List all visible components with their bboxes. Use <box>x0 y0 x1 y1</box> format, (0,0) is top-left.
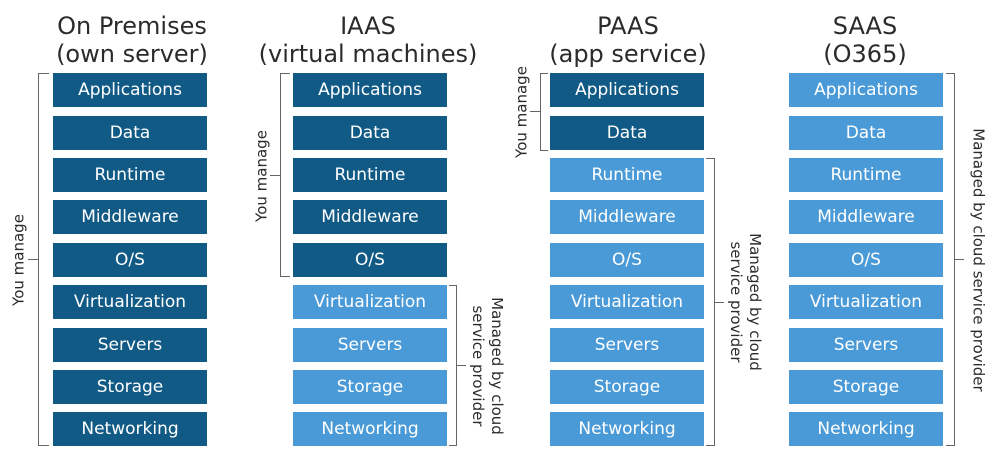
onprem-layer-storage: Storage <box>53 370 207 404</box>
paas-layer-storage: Storage <box>550 370 704 404</box>
saas-provider-tick <box>954 259 964 260</box>
iaas-layer-storage: Storage <box>293 370 447 404</box>
onprem-you-manage-label: You manage <box>9 214 28 306</box>
paas-you-manage-label: You manage <box>512 66 531 158</box>
onprem-layer-applications: Applications <box>53 73 207 107</box>
onprem-bracket-tick <box>28 259 38 260</box>
onprem-layer-os: O/S <box>53 243 207 277</box>
paas-provider-label-line1: Managed by cloud <box>746 233 764 371</box>
saas-provider-label: Managed by cloud service provider <box>969 128 988 392</box>
iaas-layer-servers: Servers <box>293 328 447 362</box>
title-iaas: IAAS (virtual machines) <box>248 12 488 68</box>
saas-layer-networking: Networking <box>789 412 943 446</box>
onprem-you-manage-bracket <box>38 73 49 446</box>
iaas-layer-virtualization: Virtualization <box>293 285 447 319</box>
paas-layer-networking: Networking <box>550 412 704 446</box>
iaas-layer-runtime: Runtime <box>293 158 447 192</box>
title-on-premises: On Premises (own server) <box>12 12 252 68</box>
title-iaas-line2: (virtual machines) <box>258 40 478 68</box>
iaas-provider-label: Managed by cloud service provider <box>468 297 506 435</box>
title-saas: SAAS (O365) <box>745 12 985 68</box>
onprem-layer-runtime: Runtime <box>53 158 207 192</box>
title-paas-line1: PAAS <box>597 12 659 40</box>
paas-layer-runtime: Runtime <box>550 158 704 192</box>
saas-layer-virtualization: Virtualization <box>789 285 943 319</box>
paas-provider-label: Managed by cloud service provider <box>726 233 764 371</box>
title-paas-line2: (app service) <box>549 40 707 68</box>
onprem-layer-networking: Networking <box>53 412 207 446</box>
iaas-layer-data: Data <box>293 116 447 150</box>
iaas-layer-os: O/S <box>293 243 447 277</box>
paas-provider-label-line2: service provider <box>727 241 745 363</box>
saas-layer-runtime: Runtime <box>789 158 943 192</box>
onprem-layer-virtualization: Virtualization <box>53 285 207 319</box>
title-saas-line1: SAAS <box>832 12 898 40</box>
paas-you-manage-bracket <box>540 73 548 151</box>
iaas-layer-applications: Applications <box>293 73 447 107</box>
saas-layer-middleware: Middleware <box>789 200 943 234</box>
saas-layer-os: O/S <box>789 243 943 277</box>
title-paas: PAAS (app service) <box>508 12 748 68</box>
onprem-layer-middleware: Middleware <box>53 200 207 234</box>
iaas-layer-networking: Networking <box>293 412 447 446</box>
saas-layer-applications: Applications <box>789 73 943 107</box>
title-on-premises-line2: (own server) <box>56 40 208 68</box>
paas-you-manage-tick <box>530 111 540 112</box>
iaas-provider-label-line2: service provider <box>469 305 487 427</box>
paas-layer-applications: Applications <box>550 73 704 107</box>
title-iaas-line1: IAAS <box>340 12 396 40</box>
title-saas-line2: (O365) <box>823 40 907 68</box>
onprem-layer-data: Data <box>53 116 207 150</box>
iaas-you-manage-tick <box>270 175 280 176</box>
title-on-premises-line1: On Premises <box>57 12 207 40</box>
iaas-provider-label-line1: Managed by cloud <box>488 297 506 435</box>
paas-layer-os: O/S <box>550 243 704 277</box>
iaas-layer-middleware: Middleware <box>293 200 447 234</box>
onprem-layer-servers: Servers <box>53 328 207 362</box>
paas-layer-middleware: Middleware <box>550 200 704 234</box>
paas-layer-virtualization: Virtualization <box>550 285 704 319</box>
saas-layer-storage: Storage <box>789 370 943 404</box>
iaas-you-manage-bracket <box>280 73 290 277</box>
paas-layer-data: Data <box>550 116 704 150</box>
paas-provider-tick <box>714 302 724 303</box>
paas-layer-servers: Servers <box>550 328 704 362</box>
saas-layer-servers: Servers <box>789 328 943 362</box>
iaas-you-manage-label: You manage <box>252 130 271 222</box>
saas-layer-data: Data <box>789 116 943 150</box>
iaas-provider-tick <box>456 365 466 366</box>
